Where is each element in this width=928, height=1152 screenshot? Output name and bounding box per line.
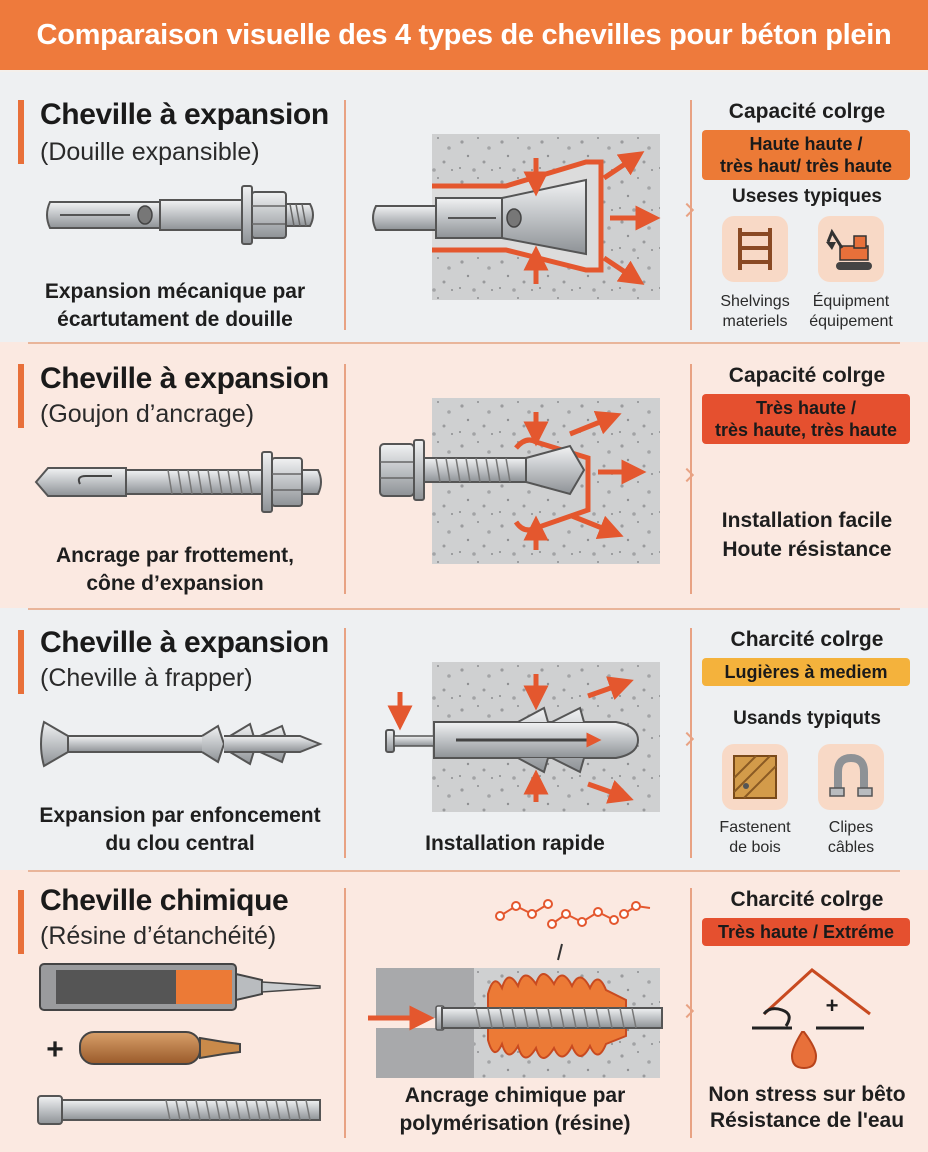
resin-cartridge-illustration xyxy=(39,963,321,1011)
capacity-title: Charcité colrge xyxy=(730,888,884,911)
water-drop-icon xyxy=(752,968,871,1070)
description-line-1: Expansion par enfoncement xyxy=(39,804,321,827)
hammer-anchor-illustration xyxy=(40,720,323,768)
section-subtitle: (Résine d’étanchéité) xyxy=(40,922,277,950)
hammer-anchor-in-concrete-diagram xyxy=(385,662,660,812)
use-label: Shelvings materiels xyxy=(705,292,805,332)
chemical-label-line-1: Ancrage chimique par xyxy=(404,1084,626,1107)
divider xyxy=(344,364,346,594)
capacity-line-1: Lugières à mediem xyxy=(724,662,888,682)
capacity-line-2: très haute, très haute xyxy=(714,420,898,440)
plus-sign-icon: + xyxy=(825,993,839,1018)
capacity-title: Capacité colrge xyxy=(728,100,886,123)
row-douille-expansible: Cheville à expansion (Douille expansible… xyxy=(0,72,928,342)
capacity-title: Capacité colrge xyxy=(728,364,886,387)
installation-label: Installation rapide xyxy=(425,832,605,855)
row-cheville-a-frapper: Cheville à expansion (Cheville à frapper… xyxy=(0,608,928,870)
divider xyxy=(690,888,692,1138)
section-title: Cheville à expansion xyxy=(40,626,329,659)
section-title: Cheville à expansion xyxy=(40,98,329,131)
row-goujon-ancrage: Cheville à expansion (Goujon d’ancrage) … xyxy=(0,342,928,608)
capacity-line-2: très haut/ très haute xyxy=(719,156,893,176)
description-line-2: cône d’expansion xyxy=(86,572,264,595)
uses-title: Usands typiquts xyxy=(733,708,881,729)
plus-sign: + xyxy=(46,1033,64,1066)
section-separator xyxy=(28,870,900,872)
capacity-badge: Lugières à mediem xyxy=(702,658,910,686)
section-subtitle: (Douille expansible) xyxy=(40,138,260,166)
shelving-icon xyxy=(722,216,788,282)
divider xyxy=(690,628,692,858)
uses-title: Useses typiques xyxy=(732,186,882,207)
feature-note-2: Résistance de l'eau xyxy=(709,1109,905,1132)
capacity-badge: Très haute / très haute, très haute xyxy=(702,394,910,444)
use-label-line: Équipment xyxy=(812,293,890,310)
feature-note-1: Non stress sur bêto xyxy=(708,1083,906,1106)
divider xyxy=(344,100,346,330)
use-label-line: Shelvings xyxy=(720,293,790,310)
feature-note-2: Houte résistance xyxy=(722,538,892,561)
description-line-2: écartutament de douille xyxy=(57,308,293,331)
divider xyxy=(690,100,692,330)
wedge-anchor-illustration xyxy=(34,451,322,513)
use-label: Clipes câbles xyxy=(801,818,901,858)
section-separator xyxy=(28,608,900,610)
divider xyxy=(344,888,346,1138)
capacity-badge: Haute haute / très haut/ très haute xyxy=(702,130,910,180)
capacity-title: Charcité colrge xyxy=(730,628,884,651)
page-title: Comparaison visuelle des 4 types de chev… xyxy=(0,0,928,70)
sleeve-anchor-illustration xyxy=(46,185,314,245)
wood-plank-icon xyxy=(722,744,788,810)
divider xyxy=(690,364,692,594)
use-label: Équipment équipement xyxy=(801,292,901,332)
chemical-label-line-2: polymérisation (résine) xyxy=(399,1112,631,1135)
sleeve-anchor-in-concrete-diagram xyxy=(372,134,661,300)
excavator-icon xyxy=(818,216,884,282)
divider xyxy=(344,628,346,858)
use-label-line: Clipes xyxy=(828,819,874,836)
resin-capsule-illustration xyxy=(79,1031,241,1065)
section-subtitle: (Cheville à frapper) xyxy=(40,664,253,692)
row-cheville-chimique: Cheville chimique (Résine d’étanchéité) … xyxy=(0,870,928,1152)
feature-note-1: Installation facile xyxy=(721,509,893,532)
section-title: Cheville à expansion xyxy=(40,362,329,395)
capacity-line-1: Haute haute / xyxy=(749,134,863,154)
cable-clip-icon xyxy=(818,744,884,810)
section-subtitle: (Goujon d’ancrage) xyxy=(40,400,255,428)
section-accent-bar xyxy=(18,630,24,694)
description-line-1: Ancrage par frottement, xyxy=(55,544,295,567)
section-title: Cheville chimique xyxy=(40,884,289,917)
section-accent-bar xyxy=(18,100,24,164)
description-line-1: Expansion mécanique par xyxy=(44,280,306,303)
section-accent-bar xyxy=(18,364,24,428)
use-label-line: Fastenent xyxy=(719,819,791,836)
section-separator xyxy=(28,342,900,344)
capacity-line-1: Très haute / Extréme xyxy=(717,922,895,942)
capacity-badge: Très haute / Extréme xyxy=(702,918,910,946)
wedge-anchor-in-concrete-diagram xyxy=(379,398,660,564)
use-label-line: materiels xyxy=(722,313,788,330)
use-label-line: équipement xyxy=(809,313,893,330)
chemical-anchor-in-concrete-diagram xyxy=(368,899,663,1078)
use-label: Fastenent de bois xyxy=(705,818,805,858)
use-label-line: câbles xyxy=(827,839,875,856)
section-accent-bar xyxy=(18,890,24,954)
capacity-line-1: Très haute / xyxy=(755,398,857,418)
description-line-2: du clou central xyxy=(105,832,255,855)
threaded-rod-illustration xyxy=(37,1095,321,1125)
use-label-line: de bois xyxy=(729,839,781,856)
